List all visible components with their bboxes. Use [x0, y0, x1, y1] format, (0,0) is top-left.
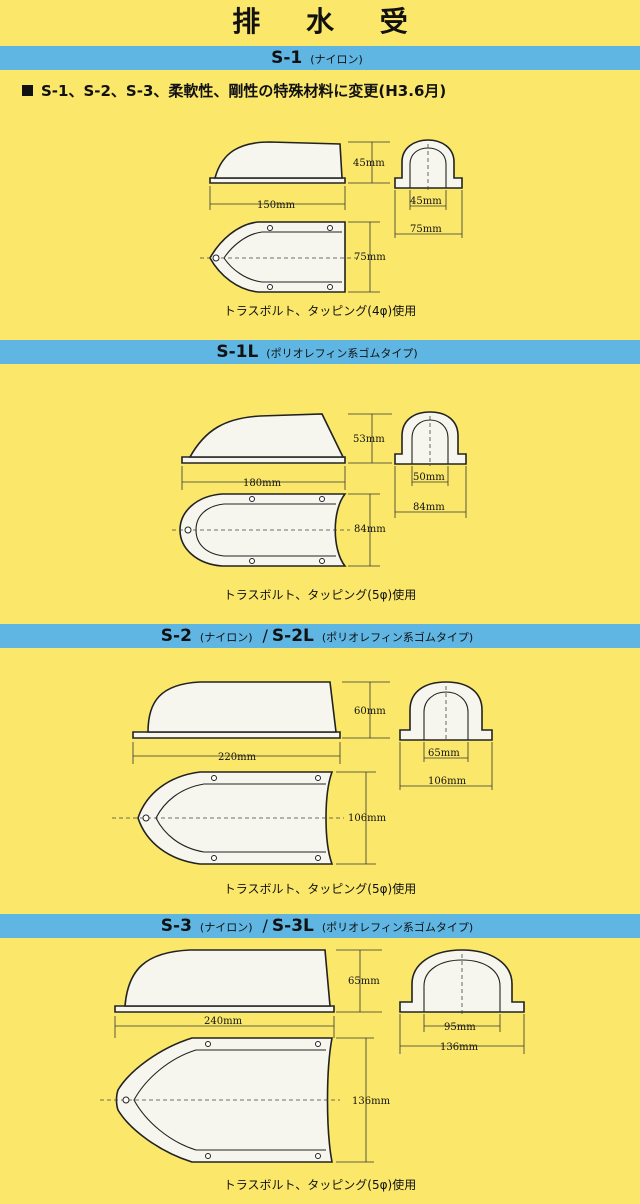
- drawing-s1l: 53mm 180mm 50mm 84mm 84mm: [172, 411, 467, 567]
- material-label: (ナイロン): [199, 631, 253, 644]
- usage-caption: トラスボルト、タッピング(5φ)使用: [223, 588, 417, 602]
- material-label: (ナイロン): [310, 53, 363, 66]
- side-view-base: [181, 456, 346, 464]
- section-header-s2: S-2(ナイロン)/S-2L(ポリオレフィン系ゴムタイプ): [0, 624, 640, 648]
- length-label: 220mm: [218, 752, 257, 763]
- material-label-2: (ポリオレフィン系ゴムタイプ): [321, 631, 474, 644]
- height-label: 65mm: [348, 976, 380, 987]
- usage-caption: トラスボルト、タッピング(4φ)使用: [223, 304, 417, 318]
- length-label: 240mm: [204, 1016, 243, 1027]
- base-width-label: 75mm: [354, 252, 386, 263]
- length-label: 180mm: [243, 478, 282, 489]
- drawing-s2: 60mm 220mm 65mm 106mm 106mm: [112, 681, 493, 865]
- usage-caption: トラスボルト、タッピング(5φ)使用: [223, 882, 417, 896]
- drawing-s1: 45mm 150mm 45mm 75mm 75mm: [200, 139, 463, 293]
- section-header-s3: S-3(ナイロン)/S-3L(ポリオレフィン系ゴムタイプ): [0, 914, 640, 938]
- model-name: S-1L: [216, 342, 259, 362]
- material-label-2: (ポリオレフィン系ゴムタイプ): [321, 921, 474, 934]
- height-label: 60mm: [354, 706, 386, 717]
- outer-width-label: 106mm: [428, 776, 467, 787]
- base-width-label: 136mm: [352, 1096, 391, 1107]
- side-view-base: [114, 1005, 335, 1013]
- change-note: S-1、S-2、S-3、柔軟性、剛性の特殊材料に変更(H3.6月): [22, 80, 446, 101]
- outer-width-label: 136mm: [440, 1042, 479, 1053]
- top-view-plate: [115, 1037, 333, 1163]
- side-view-base: [132, 731, 341, 739]
- model-name-2: S-2L: [271, 626, 314, 646]
- outer-width-label: 84mm: [413, 502, 445, 513]
- side-view-body: [147, 681, 337, 733]
- model-name-2: S-3L: [271, 916, 314, 936]
- model-name: S-1: [271, 48, 303, 68]
- inner-width-label: 95mm: [444, 1022, 476, 1033]
- height-label: 45mm: [353, 158, 385, 169]
- side-view-body: [188, 413, 345, 458]
- height-label: 53mm: [353, 434, 385, 445]
- side-view-body: [124, 949, 331, 1007]
- base-width-label: 84mm: [354, 524, 386, 535]
- inner-width-label: 65mm: [428, 748, 460, 759]
- inner-width-label: 45mm: [410, 196, 442, 207]
- length-label: 150mm: [257, 200, 296, 211]
- material-label: (ナイロン): [199, 921, 253, 934]
- usage-caption: トラスボルト、タッピング(5φ)使用: [223, 1178, 417, 1192]
- section-header-s1l: S-1L (ポリオレフィン系ゴムタイプ): [0, 340, 640, 364]
- outer-width-label: 75mm: [410, 224, 442, 235]
- side-view-body: [213, 141, 343, 179]
- section-header-s1: S-1 (ナイロン): [0, 46, 640, 70]
- model-name: S-2: [160, 626, 192, 646]
- drawing-s3: 65mm 240mm 95mm 136mm 136mm: [100, 949, 525, 1163]
- front-view-outer: [399, 949, 525, 1013]
- inner-width-label: 50mm: [413, 472, 445, 483]
- base-width-label: 106mm: [348, 813, 387, 824]
- square-bullet-icon: [22, 85, 33, 96]
- front-view-outer: [394, 139, 463, 189]
- page-title: 排 水 受: [232, 5, 426, 38]
- model-name: S-3: [160, 916, 192, 936]
- material-label: (ポリオレフィン系ゴムタイプ): [266, 347, 418, 360]
